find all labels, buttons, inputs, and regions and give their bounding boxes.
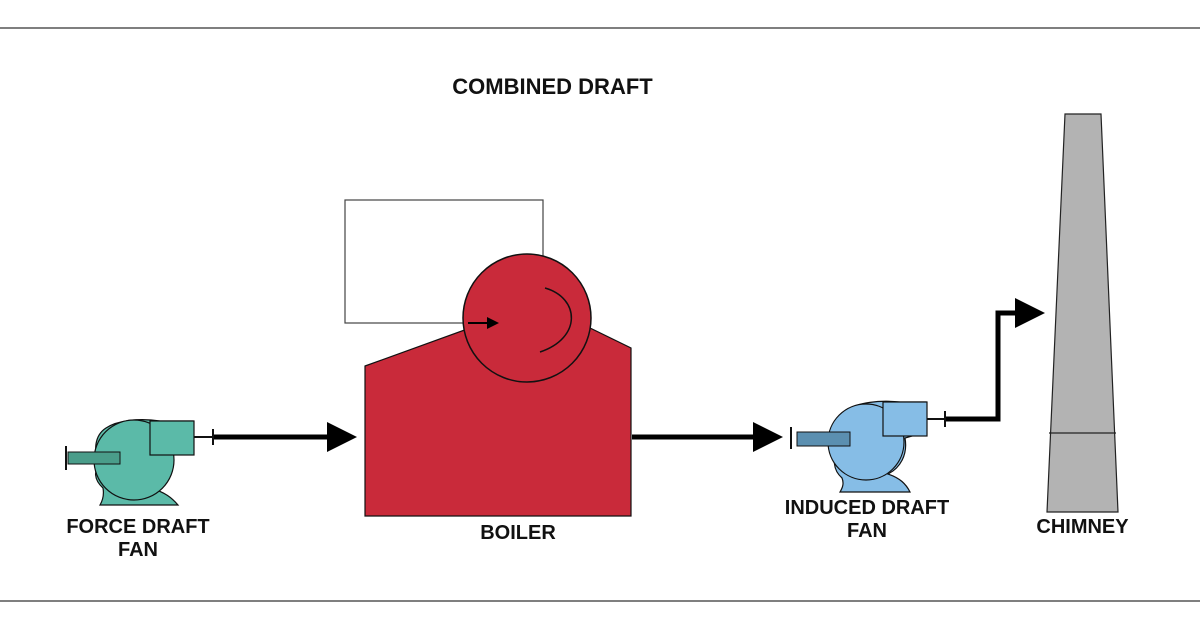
label-line: FAN [118, 539, 158, 561]
label-line: FAN [847, 520, 887, 542]
boiler [344, 199, 632, 517]
label-force-draft-fan: FORCE DRAFT FAN [38, 516, 238, 562]
flow-arrows [214, 298, 1045, 452]
fan-outlet [149, 420, 195, 456]
fan-shaft-motor [796, 431, 851, 447]
boiler-drum-swirl [539, 287, 572, 353]
label-line: FORCE DRAFT [66, 516, 210, 538]
chimney [1046, 113, 1119, 513]
arrow-idfan-to-chimney [946, 298, 1045, 422]
label-induced-draft-fan: INDUCED DRAFT FAN [767, 497, 967, 543]
label-boiler: BOILER [480, 522, 556, 544]
fan-outlet [882, 401, 928, 437]
induced-draft-fan [790, 400, 946, 493]
boiler-drum [462, 253, 592, 383]
label-line: INDUCED DRAFT [784, 497, 950, 519]
chimney-stack [1046, 113, 1119, 513]
label-chimney: CHIMNEY [1036, 516, 1129, 538]
force-draft-fan [65, 419, 214, 506]
diagram-title: COMBINED DRAFT [452, 74, 653, 99]
fan-shaft-motor [67, 451, 121, 465]
